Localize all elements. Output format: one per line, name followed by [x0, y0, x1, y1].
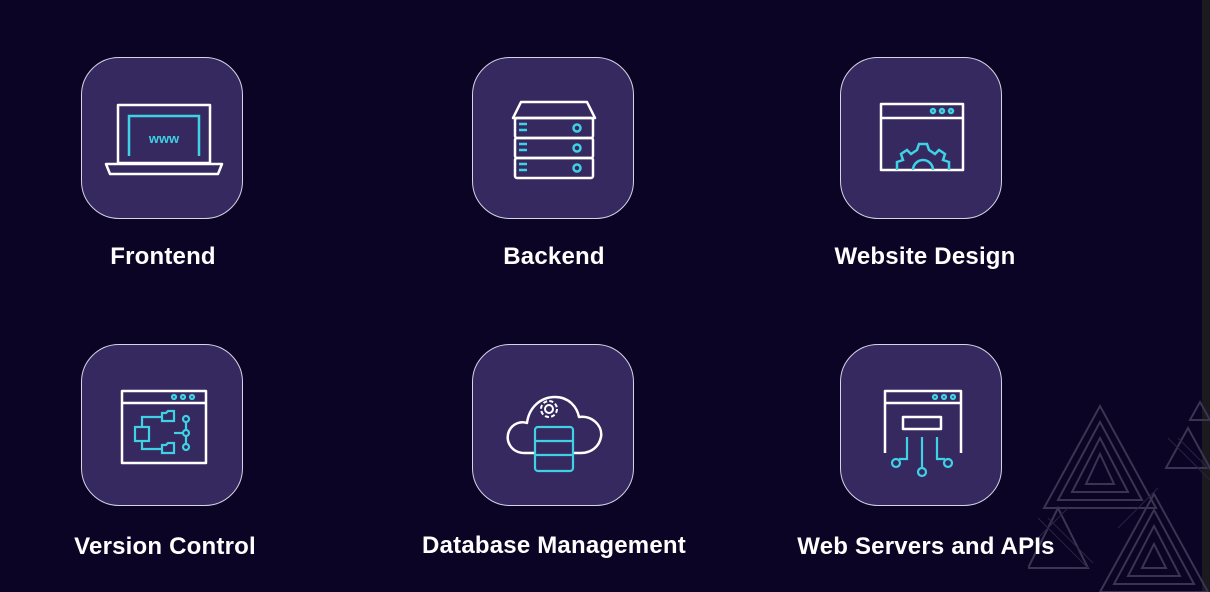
service-tile-website-design[interactable] [840, 57, 1002, 219]
right-edge-bar [1202, 0, 1210, 592]
service-label-website-design: Website Design [834, 243, 1016, 270]
server-rack-icon [511, 100, 597, 180]
cloud-database-icon [506, 395, 603, 473]
service-label-backend: Backend [503, 243, 605, 270]
triangle-pattern-decoration [1028, 399, 1210, 592]
service-label-frontend: Frontend [110, 243, 216, 270]
service-label-database-management: Database Management [422, 532, 686, 559]
laptop-www-icon: www [104, 103, 224, 176]
service-label-version-control: Version Control [74, 533, 256, 560]
svg-text:www: www [148, 131, 180, 146]
service-label-web-servers-apis: Web Servers and APIs [797, 533, 1055, 560]
service-tile-frontend[interactable]: www [81, 57, 243, 219]
service-tile-web-servers-apis[interactable] [840, 344, 1002, 506]
browser-api-icon [883, 389, 963, 478]
service-tile-version-control[interactable] [81, 344, 243, 506]
browser-flowchart-icon [120, 389, 208, 465]
browser-gear-icon [879, 102, 965, 172]
service-tile-database-management[interactable] [472, 344, 634, 506]
service-tile-backend[interactable] [472, 57, 634, 219]
